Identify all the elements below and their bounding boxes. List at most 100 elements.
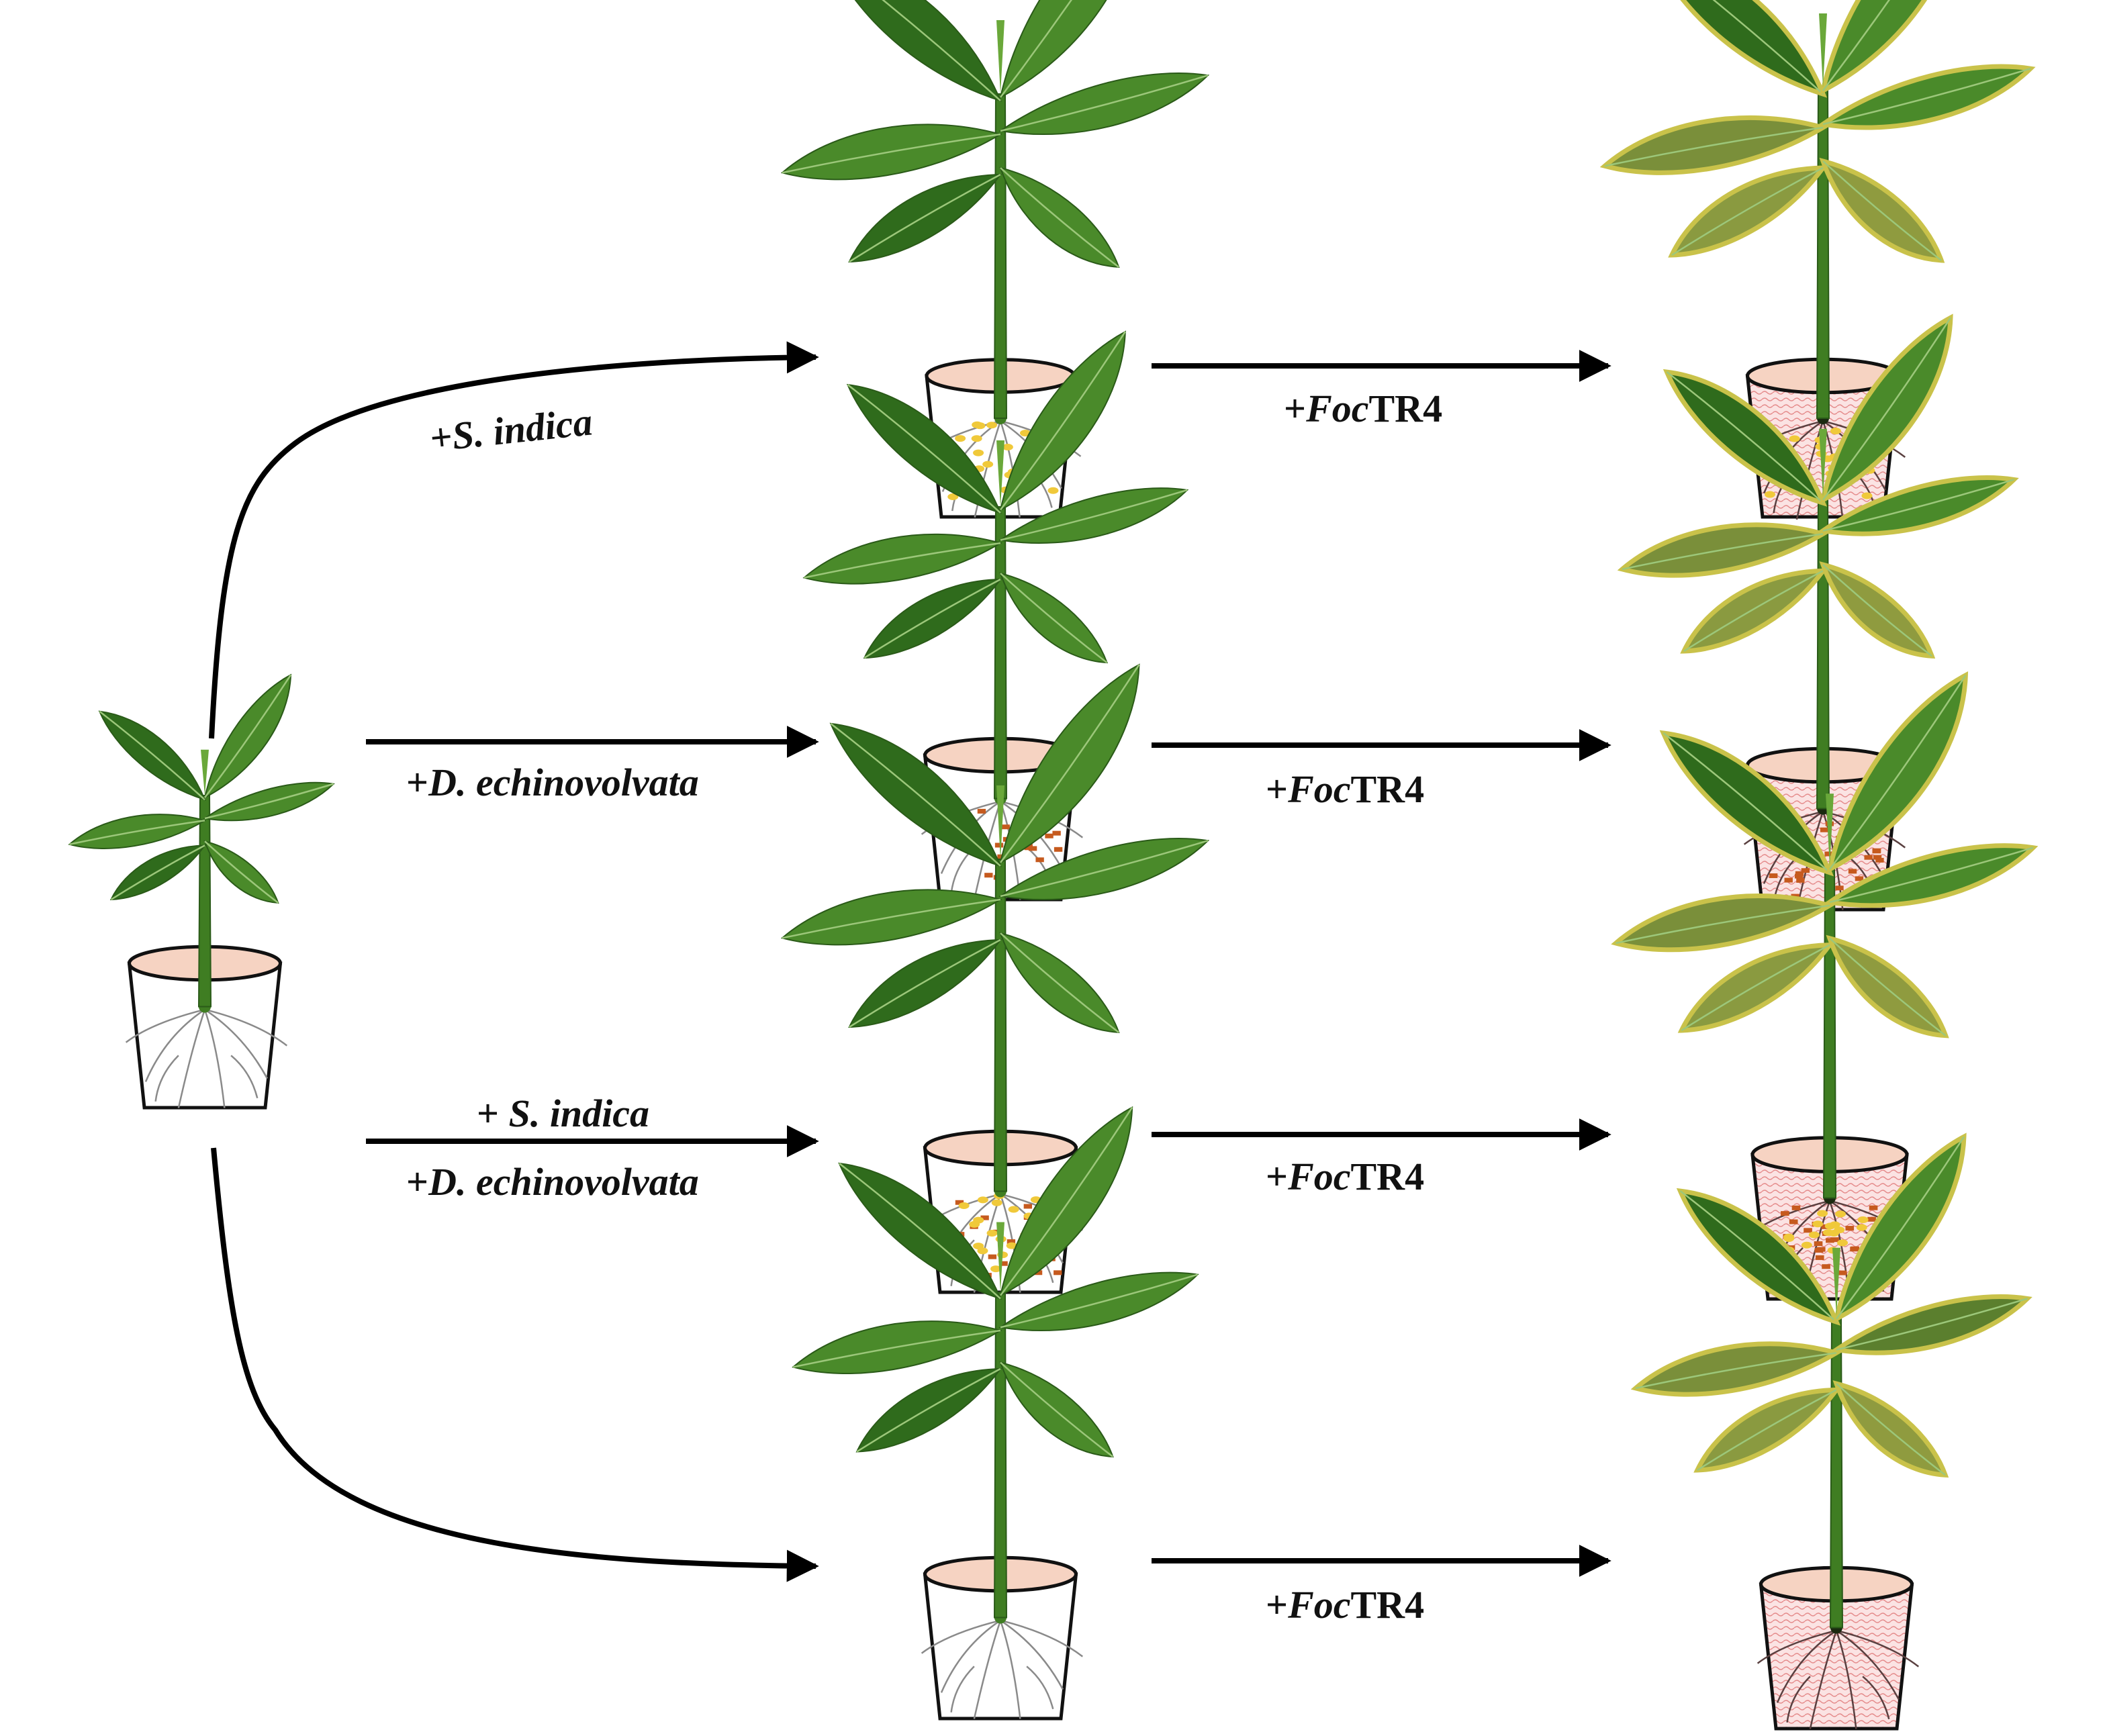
label-foc-tr4-3: +FocTR4 <box>1266 1155 1424 1198</box>
s-indica-spore <box>1812 1220 1824 1228</box>
cigar-leaf <box>996 1222 1004 1292</box>
plant-control <box>792 1106 1199 1721</box>
label-d-echinovolvata-2: +D. echinovolvata <box>406 761 699 804</box>
root <box>203 1009 226 1108</box>
label-s-indica-3: + S. indica <box>477 1092 649 1135</box>
leaf-blade <box>999 1361 1114 1458</box>
d-echinovolvata-mark <box>1867 1216 1876 1222</box>
leaf-midrib <box>1679 1190 1837 1323</box>
plant-initial <box>68 673 335 1110</box>
s-indica-spore <box>1856 1224 1867 1231</box>
d-echinovolvata-mark <box>1872 849 1881 854</box>
d-echinovolvata-mark <box>1855 876 1864 881</box>
root <box>144 1008 205 1082</box>
d-echinovolvata-mark <box>1791 1205 1801 1210</box>
leaf-midrib <box>1604 126 1824 167</box>
d-echinovolvata-mark <box>1033 1270 1043 1275</box>
d-echinovolvata-mark <box>1869 1205 1878 1210</box>
leaf-midrib <box>1000 74 1209 132</box>
leaf-midrib <box>849 173 1001 263</box>
leaf-blade <box>1830 1294 2032 1355</box>
leaf-midrib <box>839 1163 1001 1300</box>
plant-combined-infected <box>1611 671 2039 1302</box>
leaf-midrib <box>69 819 205 845</box>
d-echinovolvata-mark <box>1814 1241 1823 1247</box>
s-indica-spore <box>1861 492 1873 499</box>
s-indica-spore <box>991 1199 1002 1206</box>
d-echinovolvata-mark <box>1794 873 1804 879</box>
leaf-midrib <box>1712 0 1824 95</box>
leaf-midrib <box>1836 1136 1965 1320</box>
leaf-blade <box>1816 64 2036 130</box>
cigar-leaf <box>996 440 1004 507</box>
s-indica-spore <box>955 435 966 442</box>
leaf-midrib <box>849 938 1001 1028</box>
s-indica-spore <box>1783 1235 1795 1242</box>
leaf-midrib <box>1616 904 1830 945</box>
arrows <box>209 341 1611 1582</box>
s-indica-spore <box>1789 435 1800 442</box>
branch-curve-1 <box>209 341 819 739</box>
leaf-midrib <box>782 898 1001 939</box>
s-indica-spore <box>1008 1206 1019 1213</box>
leaf-blade <box>1826 671 1969 874</box>
d-echinovolvata-mark <box>1769 873 1778 879</box>
d-echinovolvata-mark <box>1815 1255 1824 1260</box>
label-d-echinovolvata-3: +D. echinovolvata <box>406 1160 699 1204</box>
leaf-midrib <box>847 384 1001 514</box>
d-echinovolvata-mark <box>1054 1270 1062 1275</box>
s-indica-spore <box>972 421 983 428</box>
cigar-leaf <box>1819 428 1827 497</box>
leaf-midrib <box>204 674 292 798</box>
leaf-midrib <box>1000 1361 1114 1457</box>
plant-s-indica <box>780 0 1210 519</box>
leaf-blade <box>999 0 1107 99</box>
s-indica-spore <box>1801 1241 1812 1249</box>
s-indica-spore <box>1047 487 1059 494</box>
pseudostem <box>993 93 1008 419</box>
d-echinovolvata-mark <box>1023 1204 1033 1209</box>
root <box>1000 1619 1064 1690</box>
d-echinovolvata-mark <box>1789 1219 1798 1224</box>
leaf-midrib <box>1822 0 1890 91</box>
d-echinovolvata-mark <box>1826 1238 1834 1243</box>
leaf-midrib <box>1822 564 1932 657</box>
root <box>177 1009 206 1108</box>
pseudostem <box>1816 87 1830 419</box>
s-indica-spore <box>986 422 997 429</box>
leaf-blade <box>855 1367 1002 1453</box>
leaf-midrib <box>1000 0 1073 98</box>
leaf-midrib <box>1000 932 1119 1033</box>
leaf-midrib <box>1000 331 1126 511</box>
leaf-midrib <box>1000 1106 1133 1296</box>
leaf-blade <box>1826 934 1949 1039</box>
s-indica-spore <box>973 1243 984 1250</box>
s-indica-spore <box>1006 1242 1017 1249</box>
leaf-midrib <box>1822 160 1942 261</box>
d-echinovolvata-mark <box>955 1200 964 1205</box>
leaf-midrib <box>1836 1383 1946 1476</box>
root <box>204 1008 269 1079</box>
root <box>230 1055 259 1099</box>
d-echinovolvata-mark <box>999 1261 1008 1266</box>
d-echinovolvata-mark <box>1784 877 1793 883</box>
d-echinovolvata-mark <box>1838 1270 1847 1275</box>
d-echinovolvata-mark <box>1001 824 1010 830</box>
s-indica-spore <box>990 1265 1002 1273</box>
leaf-midrib <box>204 783 334 820</box>
cigar-leaf <box>996 20 1004 94</box>
leaf-midrib <box>1836 1298 2028 1351</box>
branch-curve-4 <box>211 1147 819 1582</box>
leaf-midrib <box>1681 944 1830 1032</box>
plant-control-infected <box>1630 1132 2032 1731</box>
s-indica-spore <box>1828 1229 1840 1237</box>
leaf-midrib <box>1697 1389 1837 1472</box>
leaf-midrib <box>204 840 279 904</box>
leaf-midrib <box>1000 839 1209 898</box>
d-echinovolvata-mark <box>980 1215 989 1220</box>
d-echinovolvata-mark <box>994 842 1004 848</box>
s-indica-spore <box>1837 1239 1849 1247</box>
root <box>1836 1629 1900 1700</box>
leaf-blade <box>1680 0 1828 98</box>
